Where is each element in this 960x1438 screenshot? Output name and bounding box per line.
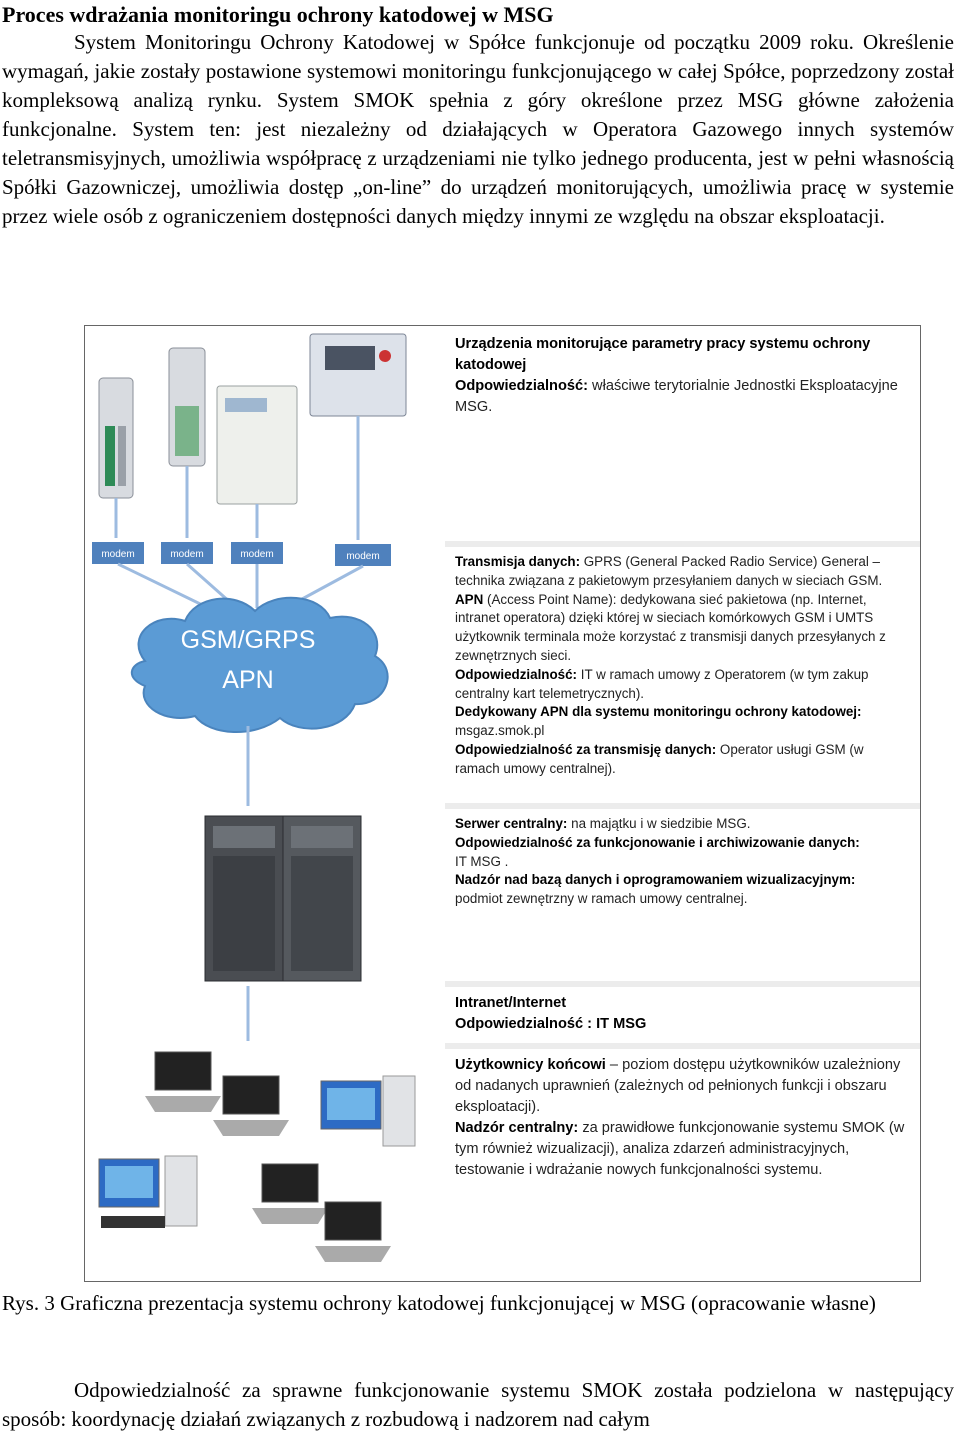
panel2-t1-text: GPRS (General Packed Radio Service) Gene… xyxy=(455,554,883,588)
panel-data-transmission: Transmisja danych: GPRS (General Packed … xyxy=(445,547,920,803)
panel2-t5-label: Odpowiedzialność za transmisję danych: xyxy=(455,741,717,757)
modem-box-2 xyxy=(161,542,213,564)
panel4-line1: Intranet/Internet xyxy=(455,995,567,1011)
panel5-t2-label: Nadzór centralny: xyxy=(455,1120,579,1136)
panel2-t3-text: IT w ramach umowy z Operatorem (w tym za… xyxy=(455,666,869,701)
modem-box-3 xyxy=(231,542,283,564)
monitoring-device-icon xyxy=(98,333,407,505)
panel1-title: Urządzenia monitorujące parametry pracy … xyxy=(455,336,871,373)
system-illustration: modem modem modem modem GSM/GRPS APN xyxy=(92,333,416,1262)
system-figure: modem modem modem modem GSM/GRPS APN xyxy=(84,325,921,1282)
panel3-t3-text: podmiot zewnętrzny w ramach umowy centra… xyxy=(455,891,748,907)
panel-central-server: Serwer centralny: na majątku i w siedzib… xyxy=(445,809,920,981)
modem-label-2: modem xyxy=(170,549,203,560)
panel3-t2-label: Odpowiedzialność za funkcjonowanie i arc… xyxy=(455,834,860,850)
panel-end-users: Użytkownicy końcowi – poziom dostępu uży… xyxy=(445,1049,920,1281)
panel3-t1-label: Serwer centralny: xyxy=(455,816,568,831)
panel1-resp-text: właściwe terytorialnie Jednostki Eksploa… xyxy=(455,378,898,415)
modem-label-3: modem xyxy=(240,549,273,560)
panel2-t2-label: APN xyxy=(455,591,484,607)
cloud-line-2: APN xyxy=(222,666,273,694)
panel-monitoring-devices: Urządzenia monitorujące parametry pracy … xyxy=(445,326,920,541)
modem-label-4: modem xyxy=(346,551,379,562)
panel2-t5-text: Operator usługi GSM (w ramach umowy cent… xyxy=(455,741,864,776)
figure-caption: Rys. 3 Graficzna prezentacja systemu och… xyxy=(2,1291,876,1315)
panel4-line2: Odpowiedzialność : IT MSG xyxy=(455,1016,647,1032)
panel1-resp-label: Odpowiedzialność: xyxy=(455,378,588,394)
panel2-t2-text: (Access Point Name): dedykowana sieć pak… xyxy=(455,591,886,663)
illustration-column: modem modem modem modem GSM/GRPS APN xyxy=(85,326,445,1281)
panel3-t3-label: Nadzór nad bazą danych i oprogramowaniem… xyxy=(455,872,856,888)
section-heading: Proces wdrażania monitoringu ochrony kat… xyxy=(2,2,554,27)
panel3-t1-text: na majątku i w siedzibie MSG. xyxy=(571,816,751,831)
panel2-t1-label: Transmisja danych: xyxy=(455,554,581,569)
cloud-line-1: GSM/GRPS xyxy=(181,626,316,654)
modem-boxes: modem modem modem modem xyxy=(92,542,391,566)
modem-box-1 xyxy=(92,542,144,564)
panel5-t2-text: za prawidłowe funkcjonowanie systemu SMO… xyxy=(455,1120,905,1178)
network-cloud-icon: GSM/GRPS APN xyxy=(130,596,389,734)
intro-paragraph: System Monitoringu Ochrony Katodowej w S… xyxy=(2,30,954,228)
closing-paragraph: Odpowiedzialność za sprawne funkcjonowan… xyxy=(2,1378,954,1431)
user-computers-icon xyxy=(98,1051,416,1262)
server-rack-icon xyxy=(204,815,362,982)
modem-label-1: modem xyxy=(101,549,134,560)
panel2-t3-label: Odpowiedzialność: xyxy=(455,666,578,682)
panel5-t1-text: – poziom dostępu użytkowników uzależnion… xyxy=(455,1057,901,1115)
panel2-t4-text: msgaz.smok.pl xyxy=(455,723,545,739)
panel5-t1-label: Użytkownicy końcowi xyxy=(455,1057,606,1073)
panel-intranet: Intranet/Internet Odpowiedzialność : IT … xyxy=(445,987,920,1043)
panel2-t4-label: Dedykowany APN dla systemu monitoringu o… xyxy=(455,704,862,720)
device-link-arrows xyxy=(114,416,360,540)
panel3-t2-text: IT MSG . xyxy=(455,853,509,869)
modem-box-4 xyxy=(335,544,391,566)
